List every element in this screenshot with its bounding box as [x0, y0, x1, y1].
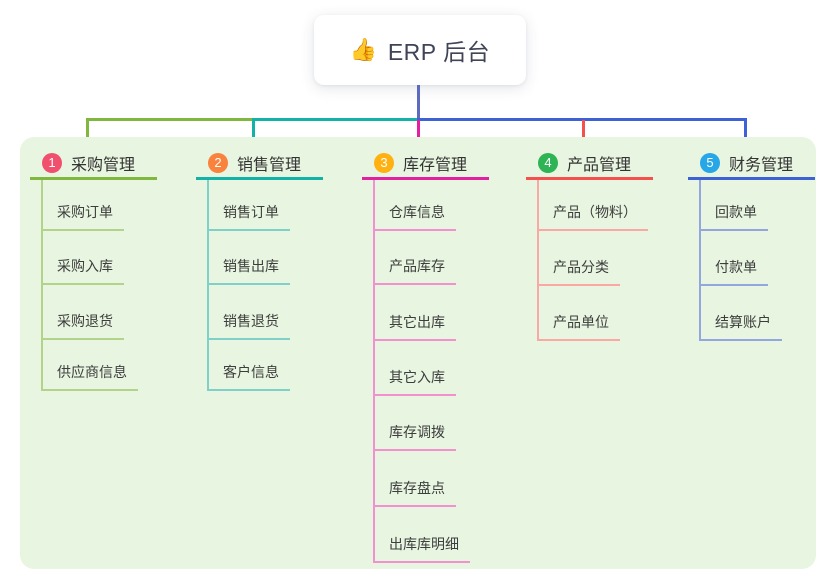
badge-1: 1	[42, 153, 62, 173]
node-warehouse-info[interactable]: 仓库信息	[373, 202, 456, 231]
rail-branch-4	[537, 180, 539, 341]
badge-3: 3	[374, 153, 394, 173]
node-purchase-return[interactable]: 采购退货	[41, 311, 124, 340]
node-label: 结算账户	[715, 314, 771, 330]
root-node-erp[interactable]: 👍 ERP 后台	[314, 15, 526, 85]
node-product-material[interactable]: 产品（物料）	[537, 202, 648, 231]
node-label: 库存盘点	[389, 480, 445, 496]
connector-branch-2	[252, 118, 418, 121]
node-label: 采购入库	[57, 258, 113, 274]
node-label: 库存调拨	[389, 424, 445, 440]
root-node-label: ERP 后台	[387, 39, 491, 65]
connector-branch-5	[417, 118, 747, 121]
node-other-outbound[interactable]: 其它出库	[373, 312, 456, 341]
group-panel	[20, 137, 816, 569]
rail-branch-1	[41, 180, 43, 391]
badge-4: 4	[538, 153, 558, 173]
node-label: 出库库明细	[389, 536, 459, 552]
node-payment-order[interactable]: 付款单	[699, 257, 768, 286]
node-purchase-order[interactable]: 采购订单	[41, 202, 124, 231]
node-label: 产品库存	[389, 258, 445, 274]
node-label: 采购订单	[57, 204, 113, 220]
badge-2: 2	[208, 153, 228, 173]
node-label: 销售订单	[223, 204, 279, 220]
node-sales-outbound[interactable]: 销售出库	[207, 256, 290, 285]
node-label: 客户信息	[223, 364, 279, 380]
node-stock-count[interactable]: 库存盘点	[373, 478, 456, 507]
rail-branch-2	[207, 180, 209, 391]
node-purchase-inbound[interactable]: 采购入库	[41, 256, 124, 285]
root-connector	[417, 85, 420, 121]
node-stock-transfer[interactable]: 库存调拨	[373, 422, 456, 451]
node-outbound-detail[interactable]: 出库库明细	[373, 534, 470, 563]
node-product-stock[interactable]: 产品库存	[373, 256, 456, 285]
node-label: 其它入库	[389, 369, 445, 385]
node-label: 产品单位	[553, 314, 609, 330]
drop-branch-4	[582, 120, 585, 149]
badge-5: 5	[700, 153, 720, 173]
node-receipt-order[interactable]: 回款单	[699, 202, 768, 231]
branch-label: 销售管理	[237, 157, 302, 174]
node-label: 付款单	[715, 259, 757, 275]
node-label: 回款单	[715, 204, 757, 220]
branch-label: 产品管理	[567, 157, 632, 174]
node-label: 仓库信息	[389, 204, 445, 220]
node-label: 产品（物料）	[553, 204, 637, 220]
node-label: 销售退货	[223, 313, 279, 329]
node-supplier-info[interactable]: 供应商信息	[41, 362, 138, 391]
thumbs-up-icon: 👍	[349, 37, 378, 62]
branch-title-inventory[interactable]: 3 库存管理	[362, 149, 489, 180]
node-customer-info[interactable]: 客户信息	[207, 362, 290, 391]
node-other-inbound[interactable]: 其它入库	[373, 367, 456, 396]
branch-title-product[interactable]: 4 产品管理	[526, 149, 653, 180]
drop-branch-2	[252, 120, 255, 149]
branch-label: 财务管理	[729, 157, 794, 174]
branch-title-sales[interactable]: 2 销售管理	[196, 149, 323, 180]
node-label: 产品分类	[553, 259, 609, 275]
node-label: 销售出库	[223, 258, 279, 274]
node-settlement-account[interactable]: 结算账户	[699, 312, 782, 341]
branch-title-finance[interactable]: 5 财务管理	[688, 149, 815, 180]
drop-branch-1	[86, 120, 89, 149]
branch-label: 采购管理	[71, 157, 136, 174]
node-label: 采购退货	[57, 313, 113, 329]
drop-branch-3	[417, 120, 420, 149]
rail-branch-3	[373, 180, 375, 563]
node-label: 其它出库	[389, 314, 445, 330]
node-sales-return[interactable]: 销售退货	[207, 311, 290, 340]
branch-title-purchase[interactable]: 1 采购管理	[30, 149, 157, 180]
connector-branch-1	[86, 118, 254, 121]
node-product-unit[interactable]: 产品单位	[537, 312, 620, 341]
rail-branch-5	[699, 180, 701, 341]
branch-label: 库存管理	[403, 157, 468, 174]
node-label: 供应商信息	[57, 364, 127, 380]
drop-branch-5	[744, 120, 747, 149]
node-sales-order[interactable]: 销售订单	[207, 202, 290, 231]
node-product-category[interactable]: 产品分类	[537, 257, 620, 286]
